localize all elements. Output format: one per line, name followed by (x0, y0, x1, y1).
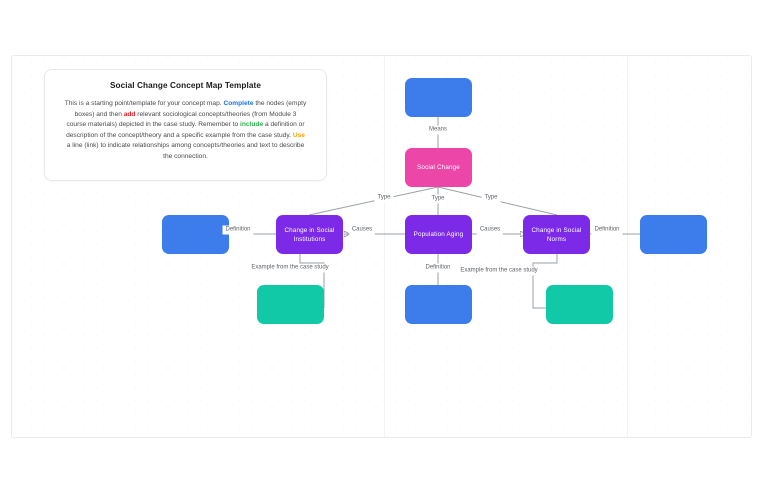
instruction-text-segment: Complete (223, 100, 254, 107)
instruction-text-segment: include (240, 121, 264, 129)
instruction-text-segment: This is a starting point/template for yo… (64, 100, 224, 107)
concept-map-canvas[interactable]: Social Change Concept Map Template This … (11, 55, 752, 438)
instruction-text-segment: the nodes (empty boxes) and then (74, 100, 307, 118)
label-definition-left[interactable]: Definition (222, 225, 254, 235)
node-label: Population Aging (413, 231, 464, 238)
node-definition-left-empty[interactable] (162, 215, 229, 254)
instruction-text-segment: add (123, 110, 136, 118)
node-means-empty[interactable] (405, 78, 472, 117)
label-example-left[interactable]: Example from the case study (248, 263, 332, 273)
node-label: Change in Social Institutions (284, 226, 335, 243)
node-population-aging[interactable]: Population Aging (405, 215, 472, 254)
label-type-right[interactable]: Type (481, 193, 501, 203)
guide-line (384, 56, 385, 437)
instruction-text-segment: Use (292, 131, 305, 139)
node-definition-center-empty[interactable] (405, 285, 472, 324)
label-type-center[interactable]: Type (428, 194, 448, 204)
node-definition-right-empty[interactable] (640, 215, 707, 254)
node-label: Social Change (417, 164, 460, 171)
instruction-text-segment: a definition or description of the conce… (66, 121, 305, 139)
label-definition-right[interactable]: Definition (591, 225, 623, 235)
instruction-card-body: This is a starting point/template for yo… (58, 99, 313, 163)
instruction-text-segment: a line (link) to indicate relationships … (66, 142, 305, 160)
label-definition-center[interactable]: Definition (422, 263, 454, 273)
label-causes-right[interactable]: Causes (476, 225, 504, 235)
instruction-card-title: Social Change Concept Map Template (109, 81, 262, 90)
label-means[interactable]: Means (425, 125, 451, 135)
node-change-social-norms[interactable]: Change in Social Norms (523, 215, 590, 254)
instruction-text-segment: relevant sociological concepts/theories … (66, 110, 297, 129)
node-social-change[interactable]: Social Change (405, 148, 472, 187)
label-example-right[interactable]: Example from the case study (457, 266, 541, 276)
node-example-right-empty[interactable] (546, 285, 613, 324)
instruction-card[interactable]: Social Change Concept Map Template This … (44, 69, 327, 181)
guide-line (627, 56, 628, 437)
label-type-left[interactable]: Type (374, 193, 394, 203)
label-causes-left[interactable]: Causes (348, 225, 376, 235)
node-example-left-empty[interactable] (257, 285, 324, 324)
node-change-social-institutions[interactable]: Change in Social Institutions (276, 215, 343, 254)
node-label: Change in Social Norms (531, 226, 582, 243)
